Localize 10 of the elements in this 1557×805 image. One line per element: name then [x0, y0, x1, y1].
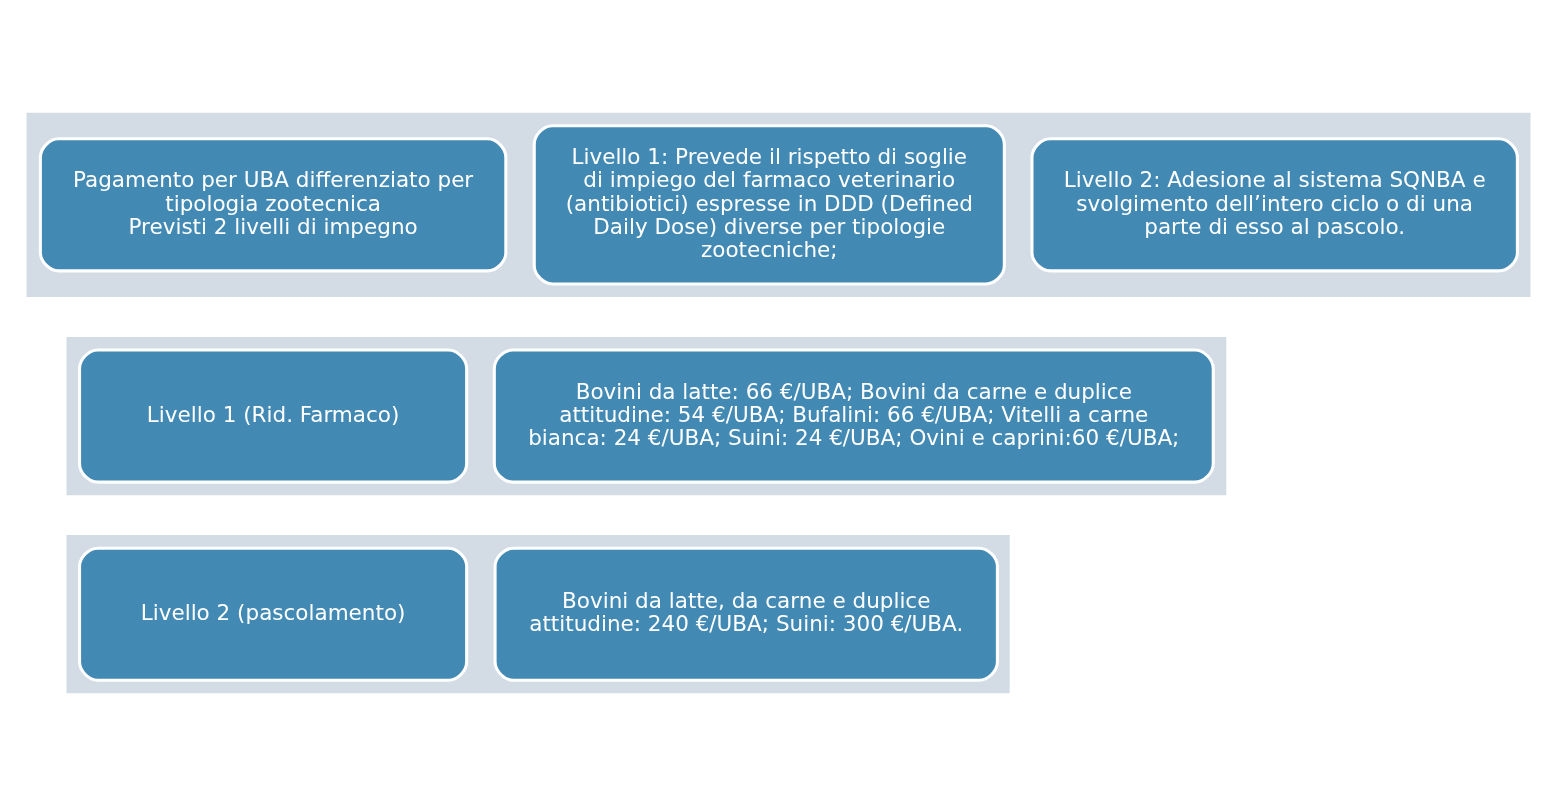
node-box: Livello 1: Prevede il rispetto di soglie di impiego del farmaco veterinario (antibiotici) espresse in DDD (Defined Daily Dose) diverse per tipologie zootecniche; [532, 123, 1006, 285]
node-box: Pagamento per UBA differenziato per tipologia zootecnica Previsti 2 livelli di impegno [38, 136, 508, 272]
node-box: Livello 1 (Rid. Farmaco) [78, 347, 469, 484]
cluster [66, 336, 1227, 495]
node-box: Livello 2 (pascolamento) [78, 546, 469, 682]
cluster [26, 112, 1531, 297]
node-box: Bovini da latte: 66 €/UBA; Bovini da carne e duplice attitudine: 54 €/UBA; Bufalini: 66 €/UBA; Vitelli a carne bianca: 24 €/UBA; Suini: 24 €/UBA; Ovini e caprini:60 €/UBA; [492, 347, 1215, 484]
node-box: Bovini da latte, da carne e duplice attitudine: 240 €/UBA; Suini: 300 €/UBA. [493, 546, 999, 682]
cluster [66, 534, 1010, 693]
node-box: Livello 2: Adesione al sistema SQNBA e svolgimento dell’intero ciclo o di una parte di esso al pascolo. [1030, 136, 1519, 272]
